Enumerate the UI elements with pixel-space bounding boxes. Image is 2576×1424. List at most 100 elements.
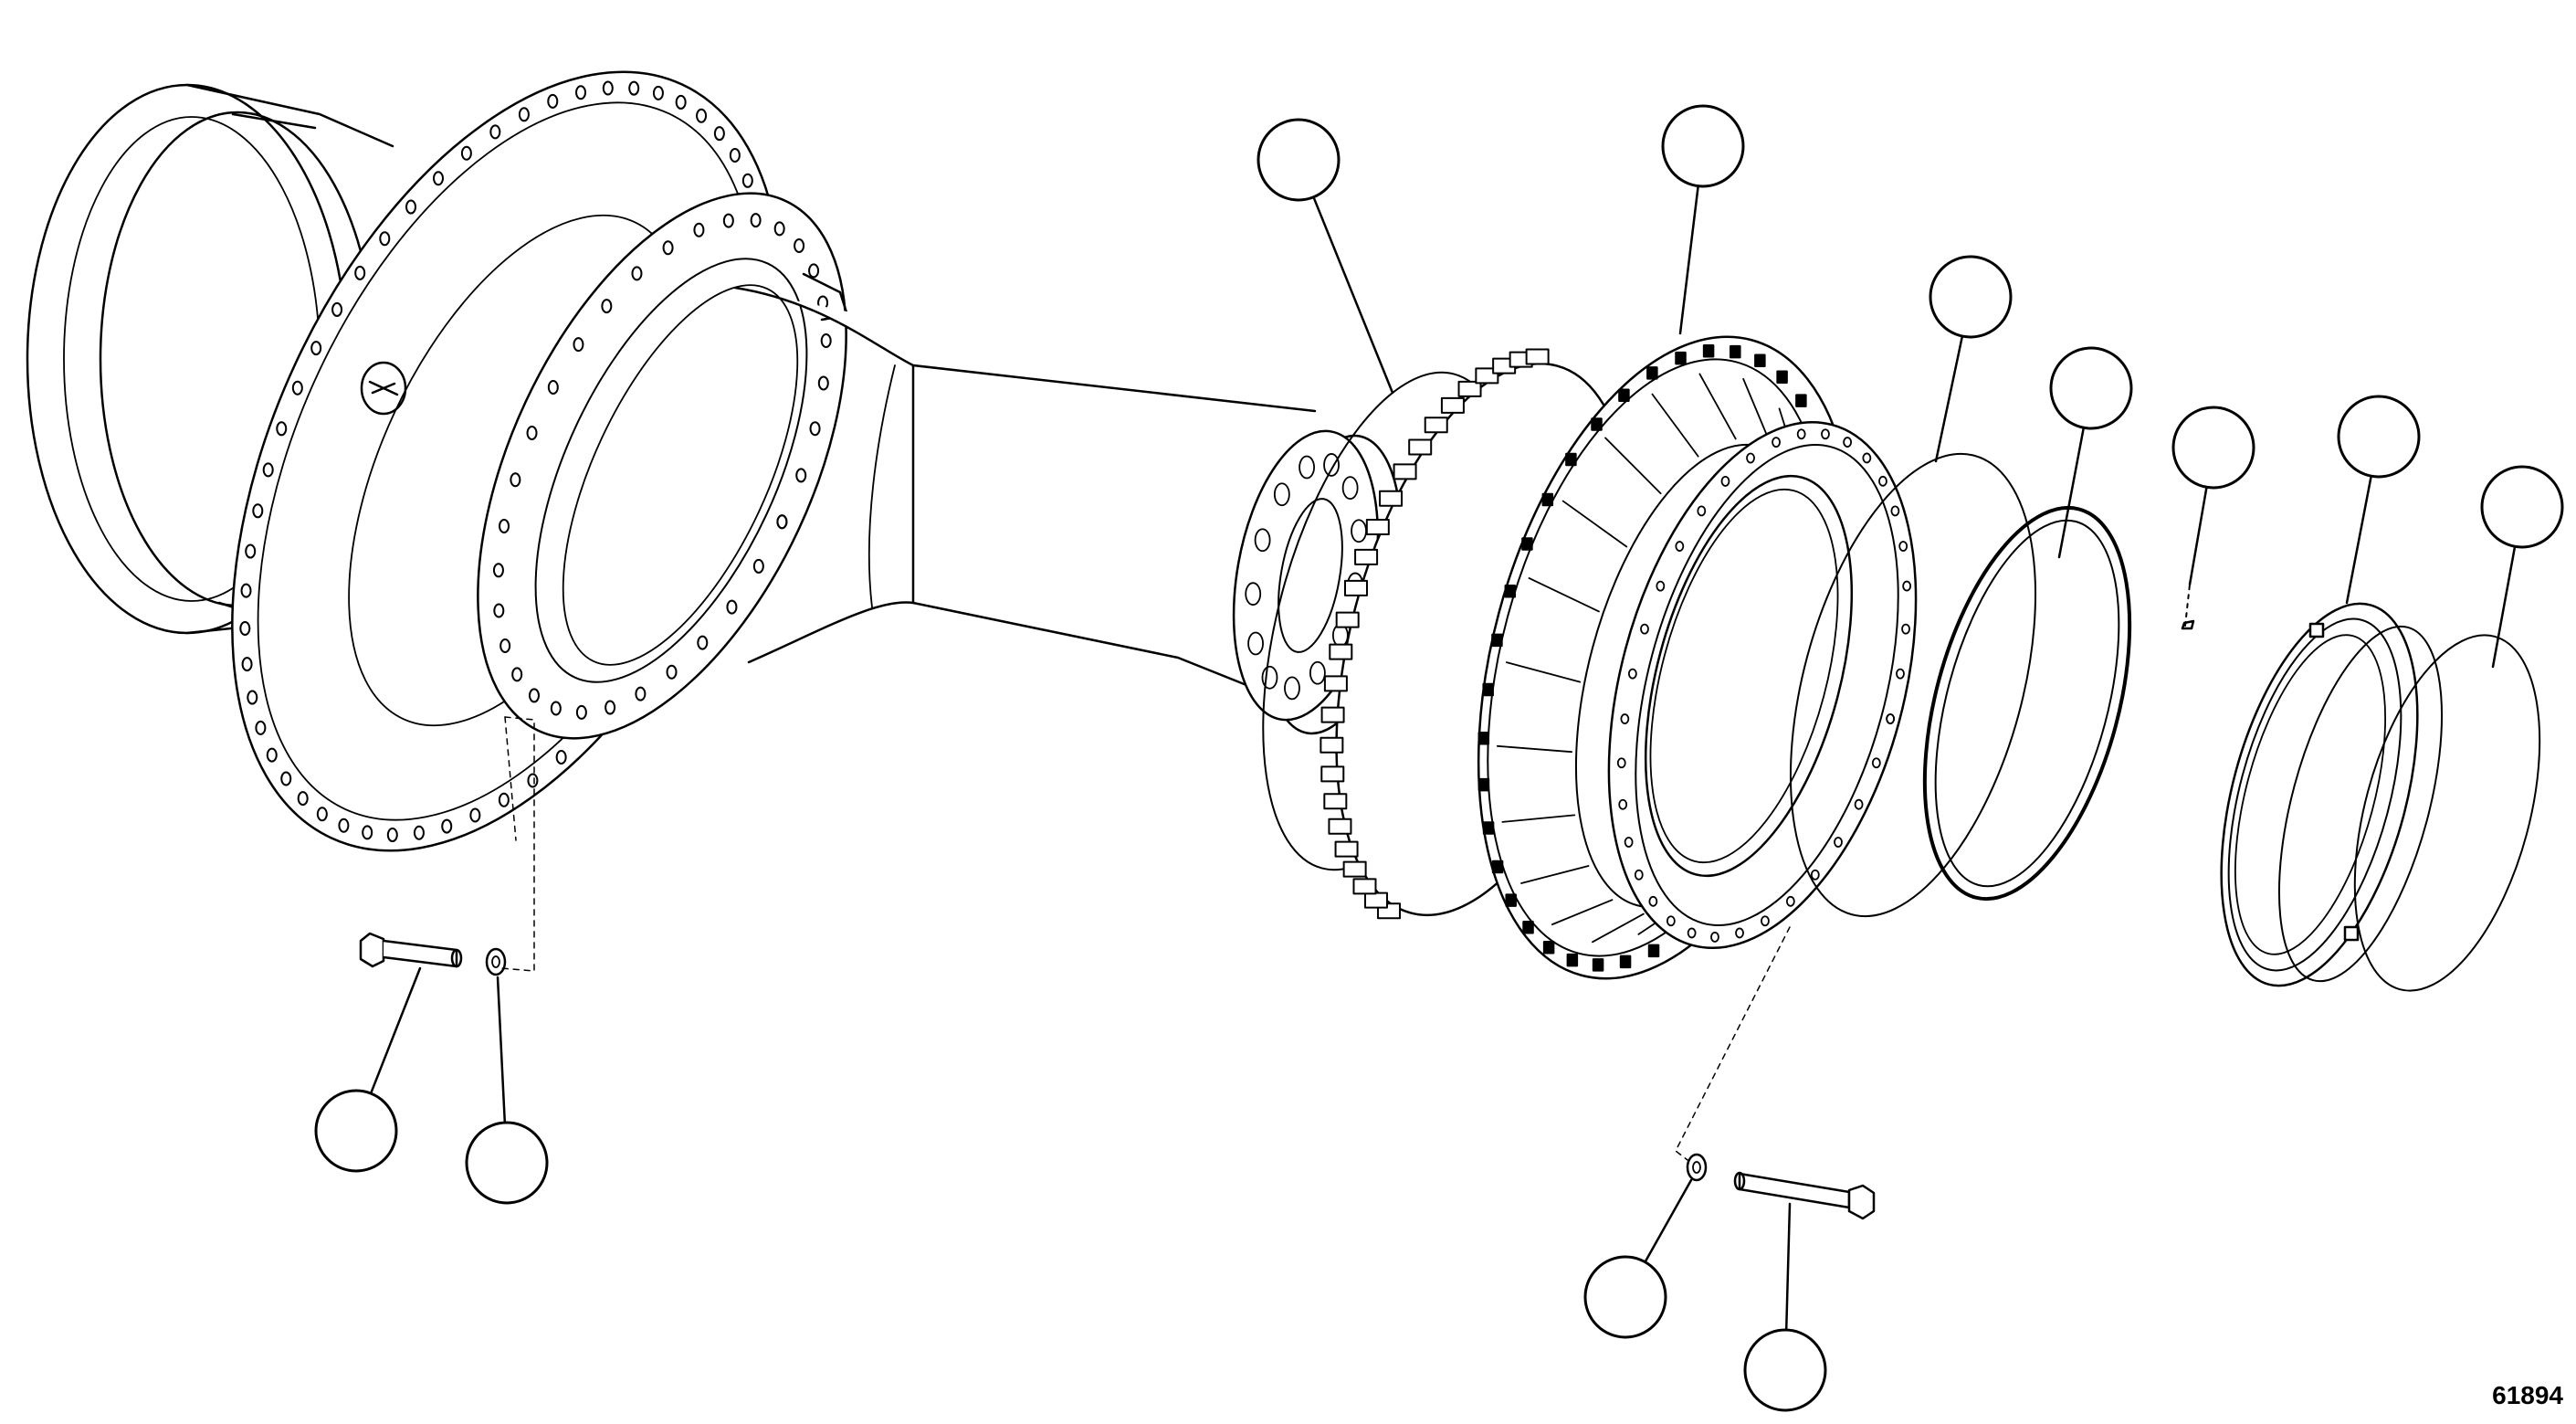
spoke [1520,865,1590,884]
gear-tooth [1408,438,1433,456]
bolt-hole [550,701,562,716]
bolt-head [1702,344,1715,358]
spoke [1698,373,1737,440]
bolt-hole [773,221,785,237]
gear-tooth [1320,736,1344,754]
bearing-hole [1735,927,1744,939]
bolt-hole [297,791,309,807]
wheel-hub [1320,335,1918,980]
bearing-hole [1896,668,1905,680]
bolt-hole [697,635,709,650]
washer-left [485,947,507,976]
bearing-hole [1890,505,1900,517]
bolt-hole [817,375,829,391]
bolt-hole [693,222,705,237]
bolt-hole [635,686,647,701]
bolt-hole [776,514,788,530]
snap-ring [1922,505,2132,902]
gear-tooth [1393,463,1417,480]
callout-bubble [1743,1328,1827,1412]
bolt-hole [511,667,523,682]
gear-tooth [1343,579,1368,596]
bolt-hole [252,503,264,519]
callout-bubble [465,1121,549,1205]
bolt-head [1591,417,1603,431]
flange-plug [360,361,407,416]
spoke [1651,393,1699,458]
bearing-hole [1834,837,1843,848]
bolt-hole [601,299,613,314]
bolt-hole [413,825,425,840]
gear-tooth [1323,793,1348,810]
callout-leader [496,976,507,1124]
bolt-hole [741,173,753,188]
bolt-hole [241,657,253,672]
bolt-hole [750,213,762,228]
bolt-hole [726,599,738,615]
spindle-hole [1254,528,1271,553]
bolt-hole [575,704,587,720]
bearing-hole [1687,927,1697,939]
inner-bolt-holes [492,213,832,720]
gear-tooth [1335,611,1360,628]
bolt-hole [518,107,530,122]
bolt-hole [255,720,267,735]
bolt-head [1477,777,1490,792]
bolt-hole [809,421,821,437]
bolt-left [359,932,463,968]
bearing-hole [1746,452,1755,464]
callout-leader [1644,1178,1693,1263]
bearing-hole [1878,475,1887,487]
bolt-hole [602,80,614,96]
callout-bubble [1256,118,1341,202]
callout-leader [2345,474,2372,605]
bearing-hole [1720,475,1730,487]
bolt-hole [245,543,257,559]
bolt-hole [331,301,343,317]
bolt-hole [528,688,540,703]
spoke [1561,500,1628,548]
spindle-hole [1273,482,1290,507]
bearing-hole [1821,428,1830,440]
bolt-hole [652,85,664,100]
bolt-head [1592,958,1604,972]
bolt-hole [291,380,303,396]
bolt-head [1521,537,1533,551]
bolt-head [1618,388,1630,402]
bearing-hole [1854,798,1864,810]
bearing-hole [1618,798,1628,810]
bolt-hole [713,126,725,142]
spoke [1604,437,1662,495]
bolt-hole [510,472,521,488]
bolt-hole [794,238,805,254]
mounting-flange [231,70,849,852]
bolt-hole [527,773,539,788]
spoke [1528,577,1600,613]
bolt-head [1647,944,1660,958]
bearing-hole [1648,895,1658,907]
bolt-hole [276,421,288,437]
spoke [1505,661,1582,683]
callout-leader [1934,334,1964,463]
bolt-head [1776,370,1788,384]
spindle-hole [1323,453,1340,477]
spoke [1551,899,1614,926]
pin [2181,584,2195,630]
bolt-head [1491,633,1503,648]
callout-bubble [314,1089,398,1173]
bolt-hole [526,425,538,440]
bolt-head [1646,366,1658,380]
bolt-hole [492,563,504,578]
seal-ring [2353,634,2541,992]
gear-tooth [1379,490,1404,507]
callout-bubble [1929,255,2013,339]
bearing-hole [1620,713,1630,724]
callout-bubble [1661,104,1745,188]
bearing-hole [1898,541,1908,552]
bearing-hole [1697,505,1707,517]
spoke [1742,377,1772,444]
gear-tooth [1440,396,1465,414]
bolt-head [1795,394,1807,407]
spindle-hole [1247,631,1264,656]
spindle-hole [1341,476,1359,501]
